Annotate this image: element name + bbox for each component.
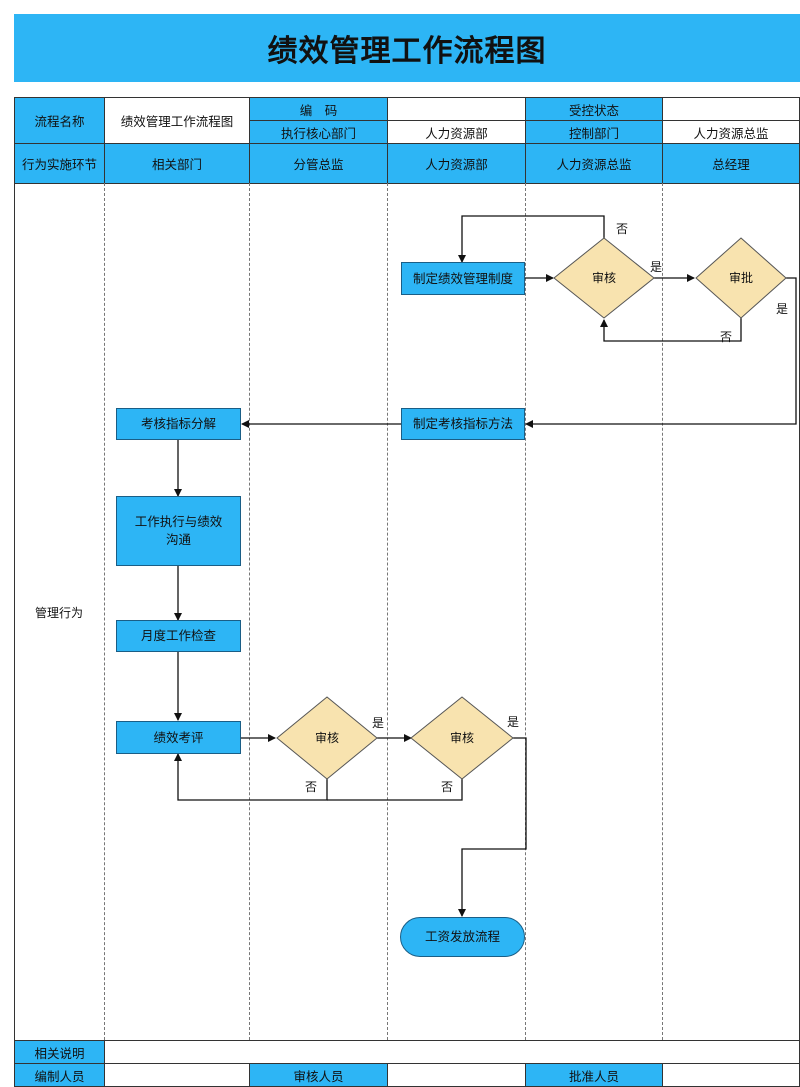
- reviewer-value: [387, 1063, 526, 1087]
- node-approve-label: 审批: [728, 271, 753, 285]
- node-review-label: 审核: [591, 271, 616, 285]
- exec-dept-label: 执行核心部门: [249, 120, 388, 144]
- notes-label: 相关说明: [14, 1040, 105, 1064]
- edge-label-no: 否: [441, 780, 454, 794]
- row-label-management: 管理行为: [34, 606, 83, 620]
- node-review-label: 审核: [449, 731, 474, 745]
- edge-label-no: 否: [305, 780, 318, 794]
- process-name-value: 绩效管理工作流程图: [104, 97, 250, 144]
- control-dept-label: 控制部门: [525, 120, 663, 144]
- lane-header-related-dept: 相关部门: [104, 143, 250, 184]
- node-make-method[interactable]: 制定考核指标方法: [401, 408, 525, 440]
- node-make-policy[interactable]: 制定绩效管理制度: [401, 262, 525, 295]
- lane-header-gm: 总经理: [662, 143, 800, 184]
- page-title: 绩效管理工作流程图: [267, 34, 547, 69]
- approver-label: 批准人员: [525, 1063, 663, 1087]
- review-diamond: [276, 696, 378, 780]
- review-diamond: [410, 696, 514, 780]
- node-decompose[interactable]: 考核指标分解: [116, 408, 241, 440]
- controlled-status-label: 受控状态: [525, 97, 663, 121]
- edge-label-yes: 是: [372, 716, 385, 730]
- approver-value: [662, 1063, 800, 1087]
- author-label: 编制人员: [14, 1063, 105, 1087]
- approve-diamond: [695, 237, 787, 319]
- lane-divider: [525, 183, 526, 1040]
- lane-divider: [249, 183, 250, 1040]
- reviewer-label: 审核人员: [249, 1063, 388, 1087]
- edge-label-yes: 是: [776, 302, 789, 316]
- edge-label-no: 否: [720, 330, 733, 344]
- author-value: [104, 1063, 250, 1087]
- lane-divider: [387, 183, 388, 1040]
- lane-header-hr-director: 人力资源总监: [525, 143, 663, 184]
- edge-label-yes: 是: [507, 715, 520, 729]
- lane-divider: [104, 183, 105, 1040]
- title-bar: 绩效管理工作流程图: [14, 14, 800, 82]
- notes-value: [104, 1040, 800, 1064]
- exec-dept-value: 人力资源部: [387, 120, 526, 144]
- node-salary-process[interactable]: 工资发放流程: [400, 917, 525, 957]
- review-diamond: [553, 237, 655, 319]
- node-monthly-check[interactable]: 月度工作检查: [116, 620, 241, 652]
- edge-label-yes: 是: [650, 260, 663, 274]
- edge-label-no: 否: [616, 222, 629, 236]
- node-execute[interactable]: 工作执行与绩效沟通: [116, 496, 241, 566]
- code-value: [387, 97, 526, 121]
- node-evaluate[interactable]: 绩效考评: [116, 721, 241, 754]
- node-review-label: 审核: [314, 731, 339, 745]
- stage-label: 行为实施环节: [14, 143, 105, 184]
- lane-header-director: 分管总监: [249, 143, 388, 184]
- lane-divider: [662, 183, 663, 1040]
